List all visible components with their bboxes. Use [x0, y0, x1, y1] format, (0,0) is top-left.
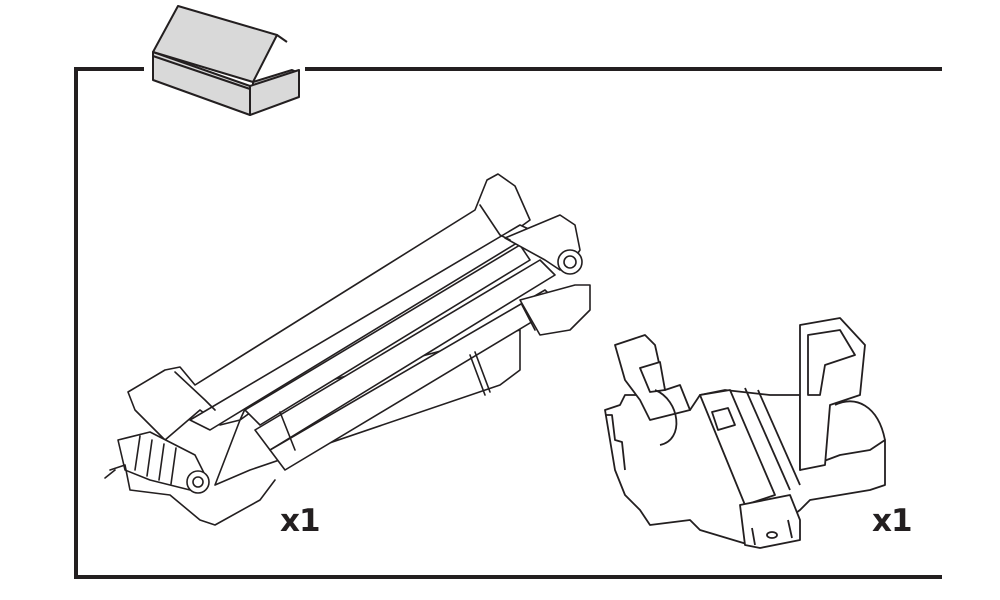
quantity-label-bracket: x1 [872, 503, 913, 539]
frame-left-edge [74, 67, 78, 579]
frame-bottom-edge [74, 575, 942, 579]
frame-top-left-segment [74, 67, 144, 71]
quantity-label-frame: x1 [280, 503, 321, 539]
frame-top-right-segment [305, 67, 942, 71]
